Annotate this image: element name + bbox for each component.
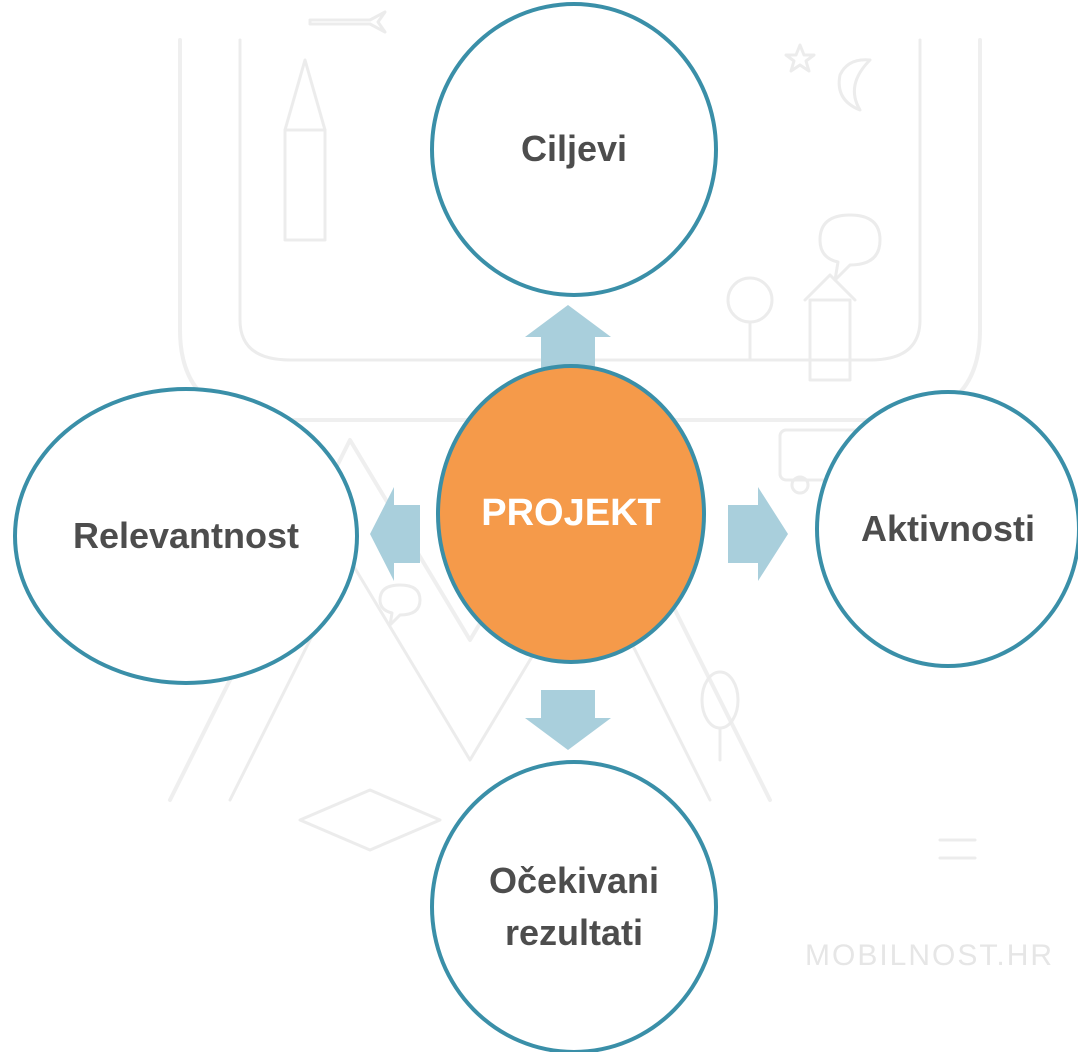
arrow-right (728, 487, 788, 581)
watermark-text: MOBILNOST.HR (805, 939, 1054, 972)
node-aktivnosti-label: Aktivnosti (860, 507, 1036, 549)
arrow-down (525, 690, 611, 750)
node-projekt-label: PROJEKT (481, 492, 661, 535)
arrow-left (370, 487, 420, 581)
node-ciljevi-label: Ciljevi (520, 128, 628, 170)
node-ocekivani-rezultati-label: Očekivani rezultati (488, 859, 660, 953)
arrow-up (525, 305, 611, 370)
node-relevantnost: Relevantnost (13, 387, 359, 685)
node-ciljevi: Ciljevi (430, 2, 718, 297)
node-aktivnosti: Aktivnosti (815, 390, 1078, 668)
node-relevantnost-label: Relevantnost (72, 514, 300, 556)
node-ocekivani-rezultati: Očekivani rezultati (430, 760, 718, 1052)
node-projekt: PROJEKT (436, 364, 706, 664)
